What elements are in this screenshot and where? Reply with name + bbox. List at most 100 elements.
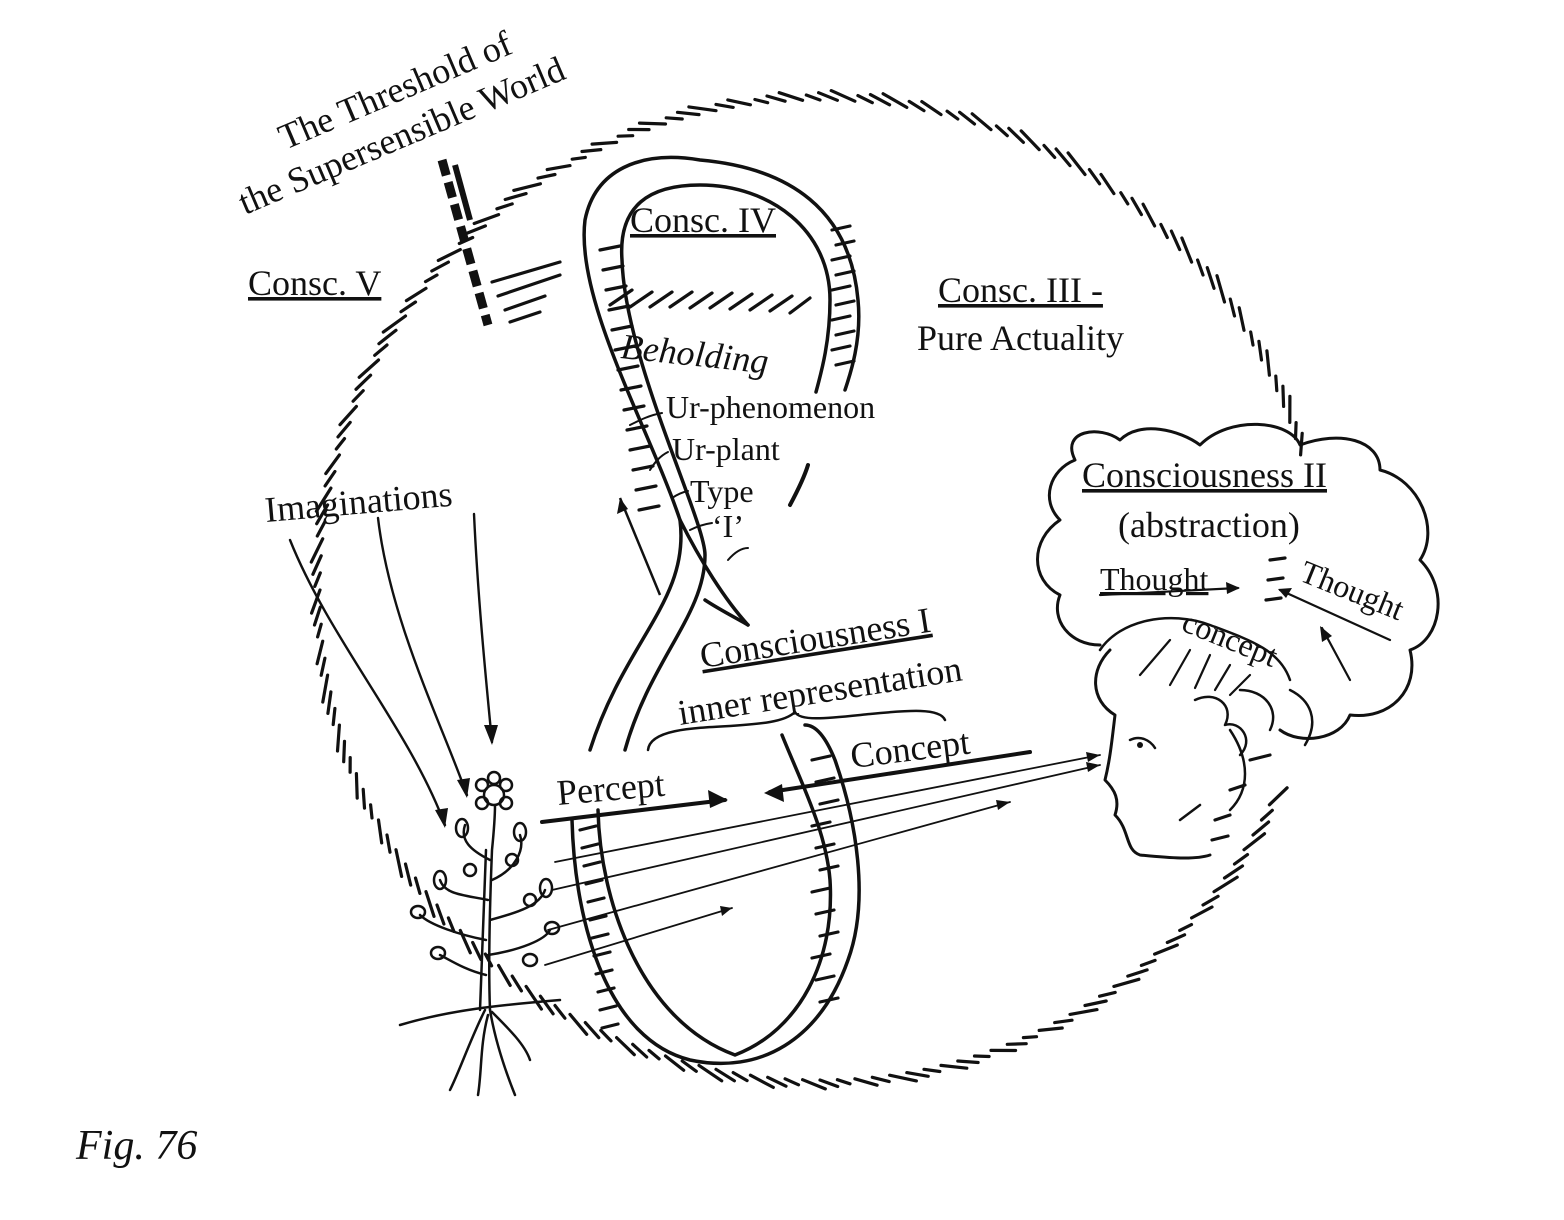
boundary-hatch-stroke: [699, 1065, 722, 1080]
boundary-hatch-stroke: [474, 215, 498, 224]
boundary-hatch-stroke: [666, 118, 682, 119]
consc-ii-label-line1: Consciousness II: [1082, 455, 1327, 495]
boundary-hatch-stroke: [755, 100, 768, 103]
boundary-hatch-stroke: [1128, 970, 1147, 976]
ribbon-hatch-stroke: [820, 800, 838, 804]
boundary-hatch-stroke: [371, 805, 372, 818]
boundary-hatch-stroke: [617, 1038, 635, 1055]
boundary-hatch-stroke: [473, 943, 481, 960]
percept-label: Percept: [555, 764, 666, 813]
boundary-hatch-stroke: [555, 1006, 565, 1019]
boundary-hatch-stroke: [1121, 193, 1128, 204]
boundary-hatch-stroke: [883, 94, 907, 108]
boundary-hatch-stroke: [924, 1069, 940, 1071]
boundary-hatch-stroke: [353, 391, 363, 402]
ribbon-hatch-stroke: [600, 246, 620, 250]
boundary-hatch-stroke: [820, 1080, 838, 1087]
boundary-hatch-stroke: [592, 142, 617, 144]
boundary-hatch-stroke: [416, 878, 420, 893]
ribbon-hatch-stroke: [812, 756, 830, 760]
boundary-hatch-stroke: [1262, 810, 1273, 820]
boundary-hatch-stroke: [1182, 238, 1192, 262]
ribbon-hatch-stroke: [820, 866, 838, 870]
boundary-hatch-stroke: [406, 864, 411, 885]
boundary-hatch-stroke: [318, 624, 322, 637]
ribbon-hatch-stroke: [603, 266, 623, 270]
ribbon-hatch-stroke: [820, 998, 838, 1002]
boundary-hatch-stroke: [363, 789, 364, 808]
imaginations-label: Imaginations: [263, 474, 454, 530]
boundary-hatch-stroke: [1132, 198, 1141, 214]
boundary-hatch-stroke: [785, 1079, 798, 1085]
consc-iv-label: Consc. IV: [630, 200, 776, 240]
boundary-hatch-stroke: [336, 439, 344, 449]
boundary-hatch-stroke: [601, 1030, 611, 1041]
boundary-hatch-stroke: [438, 250, 460, 261]
boundary-hatch-stroke: [689, 107, 716, 111]
concept-small-label: concept: [1177, 603, 1283, 674]
ribbon-hatch-stroke: [812, 888, 830, 892]
boundary-hatch-stroke: [426, 275, 438, 282]
ribbon-hatch-stroke: [588, 898, 604, 902]
boundary-hatch-stroke: [338, 725, 340, 751]
boundary-hatch-stroke: [321, 658, 325, 675]
boundary-hatch-stroke: [1267, 351, 1270, 375]
ribbon-hatch-stroke: [609, 306, 629, 310]
boundary-hatch-stroke: [499, 965, 511, 985]
boundary-hatch-stroke: [1039, 1028, 1062, 1030]
boundary-hatch-stroke: [315, 573, 321, 587]
boundary-hatch-stroke: [872, 1077, 889, 1081]
boundary-hatch-stroke: [1225, 866, 1243, 878]
consc-iii-label-line2: Pure Actuality: [917, 318, 1124, 358]
boundary-hatch-stroke: [1007, 1044, 1026, 1045]
boundary-hatch-stroke: [922, 102, 941, 115]
boundary-hatch-stroke: [1068, 153, 1085, 175]
boundary-hatch-stroke: [618, 136, 633, 137]
boundary-hatch-stroke: [1085, 1001, 1106, 1006]
boundary-hatch-stroke: [344, 741, 345, 761]
thought-left-label: Thought: [1100, 561, 1209, 597]
boundary-hatch-stroke: [1171, 231, 1179, 250]
boundary-hatch-stroke: [1161, 224, 1167, 237]
consc-v-label: Consc. V: [248, 263, 381, 303]
boundary-hatch-stroke: [379, 820, 382, 843]
boundary-hatch-stroke: [323, 675, 328, 702]
boundary-hatch-stroke: [1253, 822, 1269, 835]
boundary-hatch-stroke: [396, 850, 402, 877]
boundary-hatch-stroke: [941, 1065, 967, 1068]
boundary-hatch-stroke: [855, 1079, 877, 1085]
boundary-hatch-stroke: [333, 709, 335, 725]
boundary-hatch-stroke: [1276, 376, 1277, 391]
boundary-hatch-stroke: [1021, 131, 1039, 150]
boundary-hatch-stroke: [526, 986, 541, 1009]
boundary-hatch-stroke: [1198, 260, 1203, 275]
boundary-hatch-stroke: [582, 150, 601, 152]
boundary-hatch-stroke: [512, 976, 521, 991]
ribbon-hatch-stroke: [836, 331, 854, 335]
ribbon-hatch-stroke: [836, 271, 854, 275]
boundary-hatch-stroke: [1235, 855, 1248, 864]
boundary-hatch-stroke: [1217, 276, 1225, 302]
ribbon-hatch-stroke: [630, 446, 650, 450]
figure-caption: Fig. 76: [76, 1122, 197, 1170]
ribbon-hatch-stroke: [636, 486, 656, 490]
ribbon-hatch-stroke: [624, 406, 644, 410]
boundary-hatch-stroke: [649, 1050, 659, 1059]
boundary-hatch-stroke: [326, 455, 340, 474]
boundary-hatch-stroke: [1141, 960, 1155, 965]
boundary-hatch-stroke: [806, 95, 820, 100]
boundary-hatch-stroke: [1283, 386, 1284, 406]
boundary-hatch-stroke: [505, 194, 526, 200]
boundary-hatch-stroke: [972, 114, 991, 130]
consc-ii-label-line2: (abstraction): [1118, 505, 1300, 545]
boundary-hatch-stroke: [379, 330, 396, 343]
ribbon-hatch-stroke: [812, 954, 830, 958]
boundary-hatch-stroke: [356, 774, 357, 799]
boundary-hatch-stroke: [1244, 834, 1265, 850]
ribbon-hatch-stroke: [594, 952, 610, 956]
ribbon-hatch-stroke: [592, 934, 608, 938]
ribbon-hatch-stroke: [836, 301, 854, 305]
boundary-hatch-stroke: [572, 157, 585, 159]
boundary-hatch-stroke: [1070, 1010, 1097, 1015]
type-label: Type: [690, 473, 754, 509]
